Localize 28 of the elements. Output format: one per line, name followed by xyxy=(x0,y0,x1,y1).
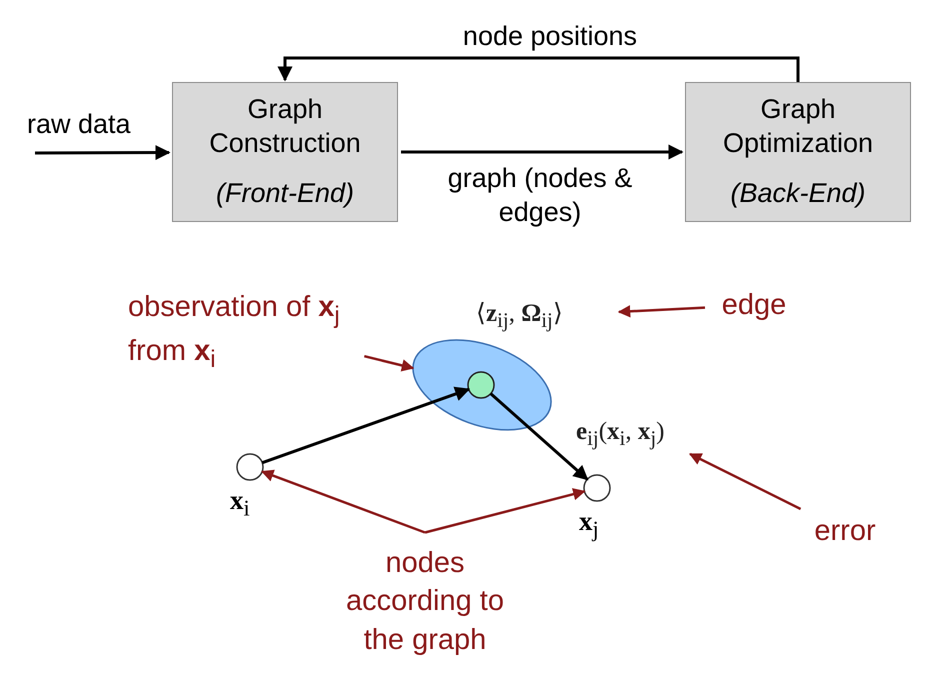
node-label: x$_{i}$ xyxy=(230,485,250,522)
arrow xyxy=(262,386,470,464)
annotation-text: observation of x$_{j}$ from x$_{i}$ xyxy=(128,288,353,376)
arrow xyxy=(35,145,170,160)
arrow xyxy=(490,392,588,481)
arrow xyxy=(424,488,586,534)
annotation-text: nodes according to the graph xyxy=(325,544,525,659)
box-title: Graph Construction xyxy=(208,93,362,160)
box-subtitle: (Back-End) xyxy=(730,176,866,210)
arrow xyxy=(401,144,684,160)
arrow xyxy=(688,452,802,510)
node-label: x$_{j}$ xyxy=(579,506,599,542)
box-subtitle: (Front-End) xyxy=(216,176,354,210)
arrow xyxy=(261,470,426,534)
math-label: e$_{ij}$(x$_{i}$, x$_{j}$) xyxy=(576,418,726,451)
uncertainty-ellipse xyxy=(410,338,554,432)
arrow xyxy=(364,354,414,372)
math-label: ⟨z$_{ij}$, Ω$_{ij}$⟩ xyxy=(476,298,616,333)
box-title: Graph Optimization xyxy=(722,93,874,160)
process-box xyxy=(172,82,398,222)
node-circle xyxy=(582,473,612,503)
annotation-text: error xyxy=(800,512,890,550)
node-circle xyxy=(466,370,496,400)
node-circle xyxy=(235,452,265,482)
arrow xyxy=(278,56,800,82)
annotation-text: edge xyxy=(708,286,800,324)
arrow xyxy=(618,305,706,318)
process-box xyxy=(685,82,911,222)
